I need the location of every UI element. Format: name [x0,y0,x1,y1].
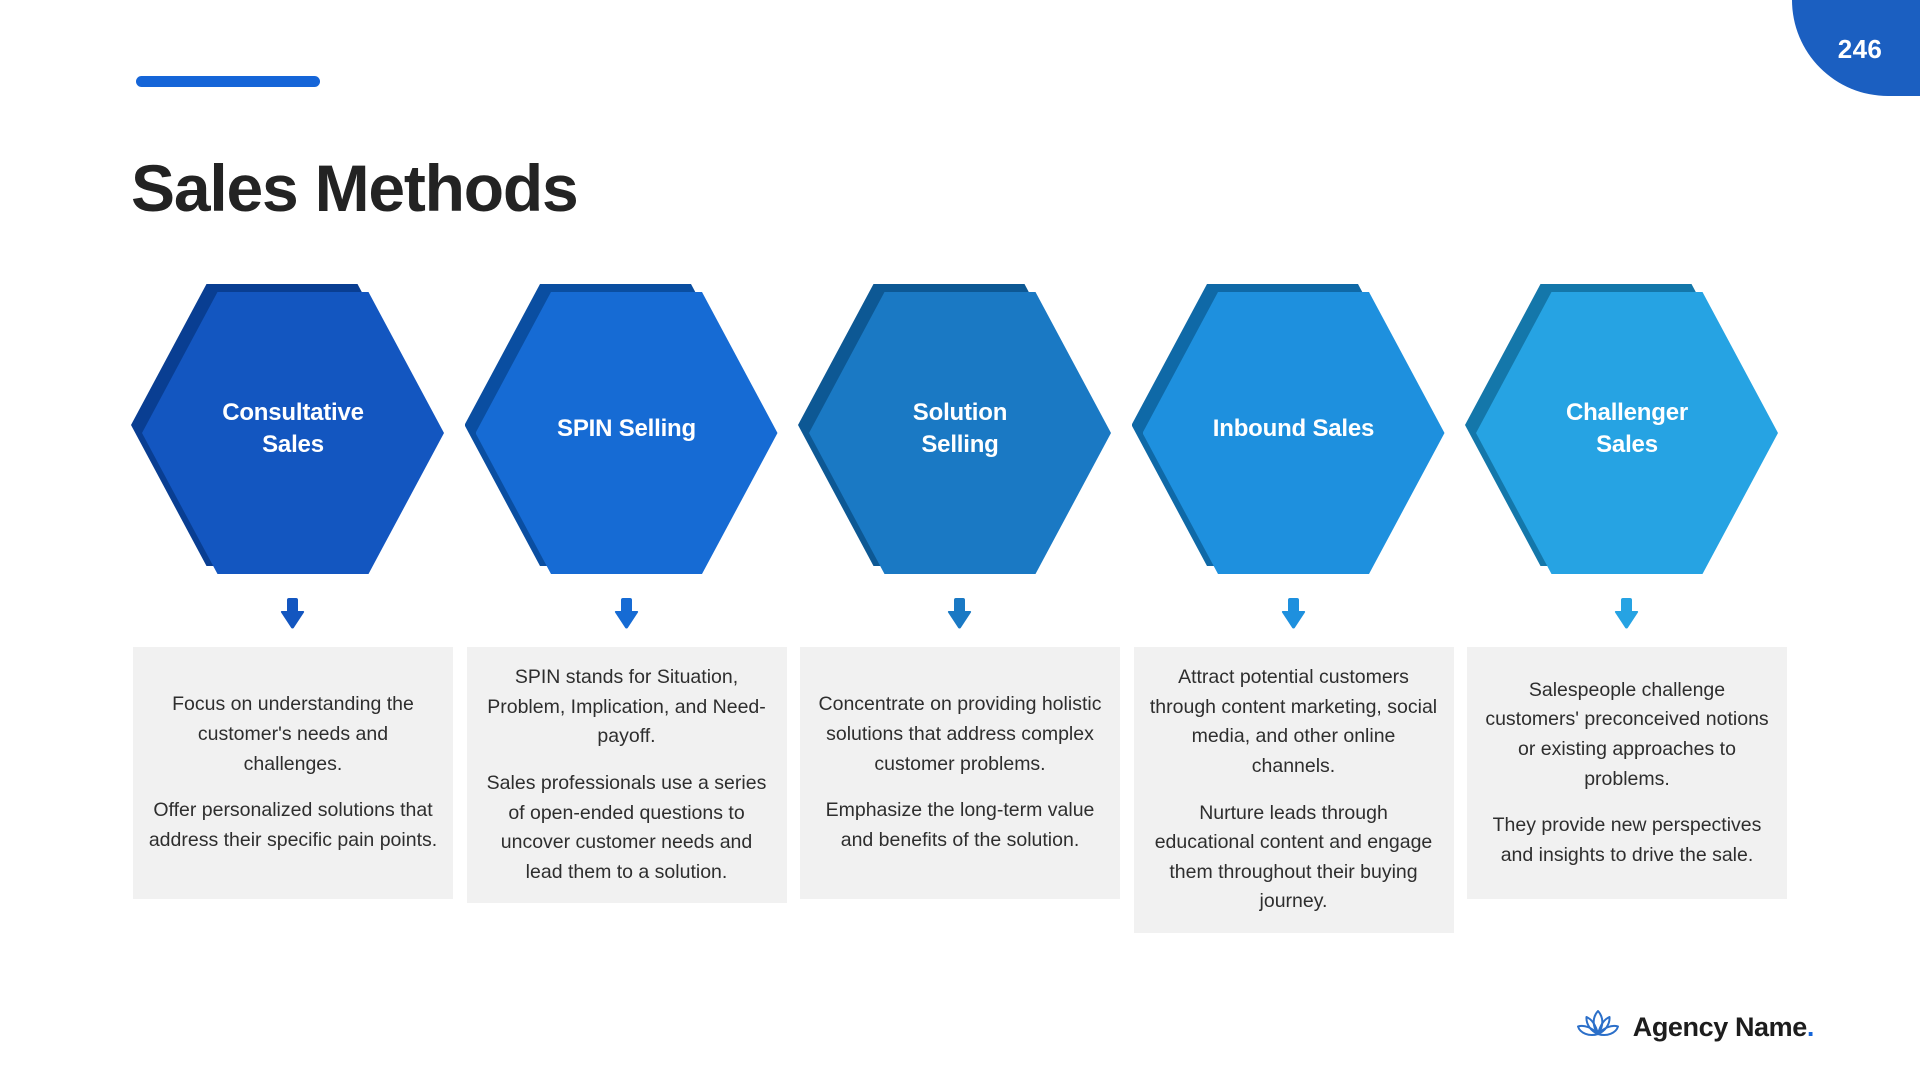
hexagon-label: Inbound Sales [1212,415,1375,443]
method-description-card: Focus on understanding the customer's ne… [133,647,453,899]
brand-name-text: Agency Name [1632,1012,1808,1042]
arrow-down-icon [1281,598,1305,629]
method-hexagon[interactable]: Solution Selling [798,284,1111,574]
hexagon-face: Challenger Sales [1476,292,1778,574]
page-title: Sales Methods [131,151,579,226]
footer-logo: Agency Name. [1576,1007,1814,1048]
description-paragraph: SPIN stands for Situation, Problem, Impl… [487,666,766,748]
method-hexagon[interactable]: Challenger Sales [1465,284,1778,574]
method-description-card: Salespeople challenge customers' preconc… [1467,647,1787,899]
description-paragraph: Sales professionals use a series of open… [486,771,767,883]
hexagon-face: Inbound Sales [1142,292,1445,574]
hexagon-label: Solution Selling [912,399,1008,458]
arrow-down-icon [947,598,972,629]
description-paragraph: They provide new perspectives and insigh… [1492,814,1762,866]
description-paragraph: Focus on understanding the customer's ne… [172,693,414,775]
hexagon-label: Consultative Sales [222,399,364,458]
description-paragraph: Emphasize the long-term value and benefi… [825,799,1095,851]
description-paragraph: Offer personalized solutions that addres… [148,799,438,851]
method-description-card: Concentrate on providing holistic soluti… [800,647,1120,899]
description-paragraph: Salespeople challenge customers' preconc… [1485,678,1769,790]
lotus-icon [1576,1007,1620,1048]
method-description-card: SPIN stands for Situation, Problem, Impl… [466,647,787,904]
method-hexagon[interactable]: Consultative Sales [131,284,444,574]
page-number-badge: 246 [1792,0,1920,96]
brand-name: Agency Name. [1632,1012,1815,1043]
page-number-text: 246 [1837,34,1883,64]
method-hexagon[interactable]: SPIN Selling [464,284,778,574]
title-accent-bar [136,76,320,87]
arrow-down-icon [280,598,305,629]
description-paragraph: Nurture leads through educational conten… [1154,801,1433,913]
hexagon-label: SPIN Selling [557,415,696,443]
method-description-card: Attract potential customers through cont… [1133,647,1454,933]
brand-dot: . [1806,1012,1815,1042]
method-hexagon[interactable]: Inbound Sales [1131,284,1445,574]
description-paragraph: Attract potential customers through cont… [1149,666,1438,777]
description-paragraph: Concentrate on providing holistic soluti… [818,693,1102,775]
arrow-down-icon [614,598,638,629]
arrow-down-icon [1614,598,1639,629]
hexagon-label: Challenger Sales [1565,399,1689,458]
